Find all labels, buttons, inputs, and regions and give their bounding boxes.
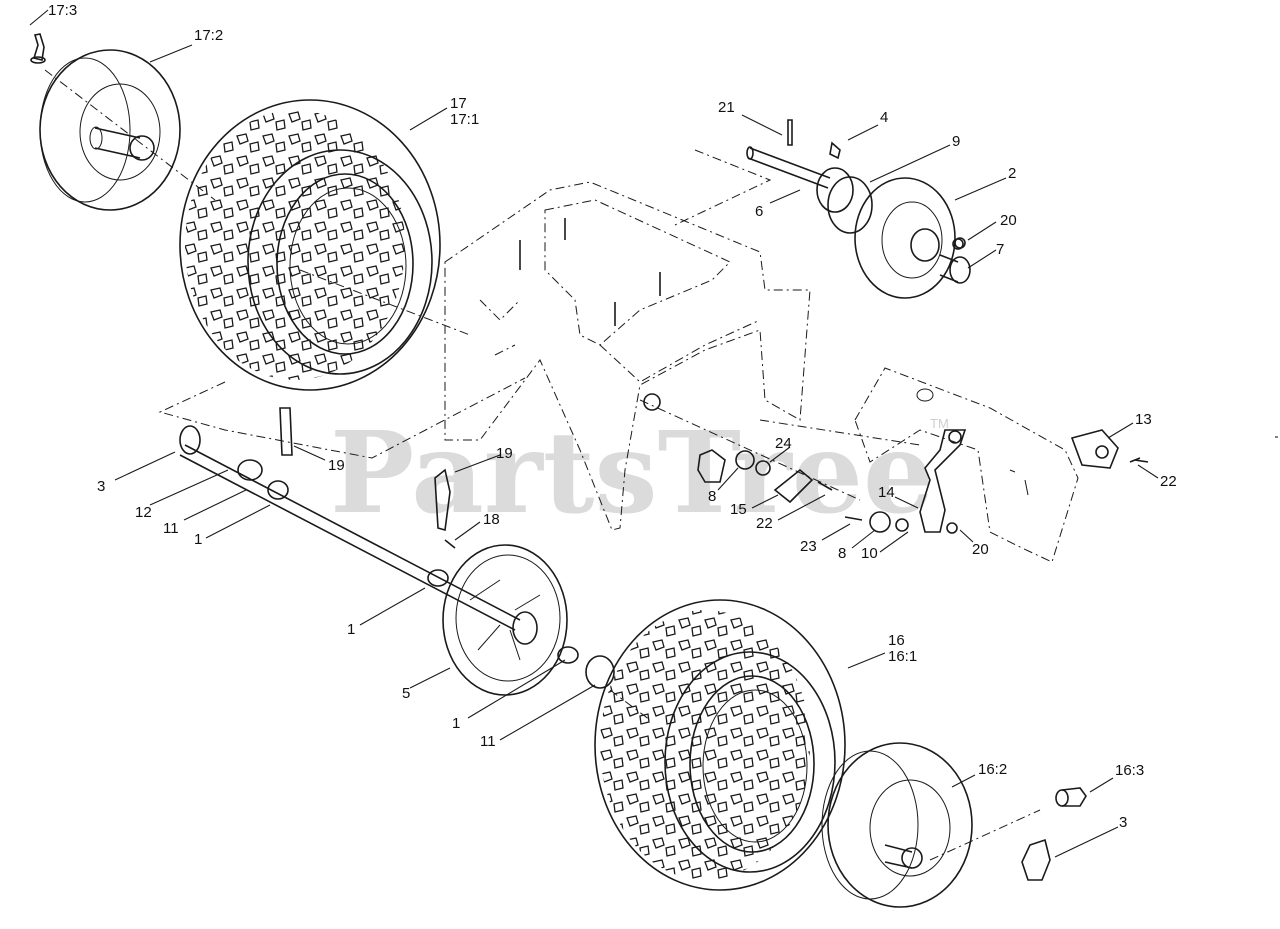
callout-4: 4 <box>880 109 888 126</box>
center-lines <box>44 69 861 721</box>
callout-8-right: 8 <box>838 545 846 562</box>
callout-11-upper: 11 <box>163 520 179 537</box>
callout-19-pin: 19 <box>328 457 345 474</box>
callout-19-clip: 19 <box>496 445 513 462</box>
callout-2: 2 <box>1008 165 1016 182</box>
lower-rim <box>821 742 1041 908</box>
lower-tire <box>594 599 846 891</box>
callout-17-3: 17:3 <box>48 2 77 19</box>
callout-9: 9 <box>952 133 960 150</box>
callout-12: 12 <box>135 504 152 521</box>
callout-22-right: 22 <box>1160 473 1177 490</box>
callout-17-1: 17:1 <box>450 111 479 128</box>
side-plate <box>854 367 1079 563</box>
callout-16-1: 16:1 <box>888 648 917 665</box>
axle-and-gear <box>179 407 615 696</box>
callout-1-upper: 1 <box>194 531 202 548</box>
callout-8-left: 8 <box>708 488 716 505</box>
pulley-assembly <box>746 119 971 299</box>
callout-17: 17 <box>450 95 467 112</box>
callout-10: 10 <box>861 545 878 562</box>
watermark-trademark: TM <box>930 416 949 431</box>
leader-lines <box>29 9 1278 858</box>
callout-22-center: 22 <box>756 515 773 532</box>
shift-bracket <box>919 429 1149 533</box>
callout-1-lower: 1 <box>452 715 460 732</box>
upper-rim <box>39 49 181 211</box>
callout-16: 16 <box>888 632 905 649</box>
lower-hub-bolt <box>1055 787 1087 807</box>
callout-5: 5 <box>402 685 410 702</box>
callout-18: 18 <box>483 511 500 528</box>
callout-7: 7 <box>996 241 1004 258</box>
callout-23: 23 <box>800 538 817 555</box>
upper-tire <box>179 99 441 391</box>
callout-6: 6 <box>755 203 763 220</box>
callout-16-3: 16:3 <box>1115 762 1144 779</box>
callout-16-2: 16:2 <box>978 761 1007 778</box>
callout-20-lower: 20 <box>972 541 989 558</box>
hardware <box>643 238 1141 534</box>
callout-15: 15 <box>730 501 747 518</box>
callout-3-lower: 3 <box>1119 814 1127 831</box>
callout-13: 13 <box>1135 411 1152 428</box>
upper-hub-bolt <box>30 33 46 64</box>
callout-21: 21 <box>718 99 735 116</box>
callout-3-upper: 3 <box>97 478 105 495</box>
callout-17-2: 17:2 <box>194 27 223 44</box>
callout-1-middle: 1 <box>347 621 355 638</box>
callout-14: 14 <box>878 484 895 501</box>
frame-housing <box>158 149 921 531</box>
callout-labels: 17:3 17:2 17 17:1 21 4 9 2 6 20 7 13 22 … <box>48 2 1177 831</box>
lynch-pin <box>1021 838 1051 881</box>
watermark-text: PartsTree <box>330 408 934 539</box>
callout-24: 24 <box>775 435 792 452</box>
callout-20-upper: 20 <box>1000 212 1017 229</box>
callout-11-lower: 11 <box>480 733 496 750</box>
